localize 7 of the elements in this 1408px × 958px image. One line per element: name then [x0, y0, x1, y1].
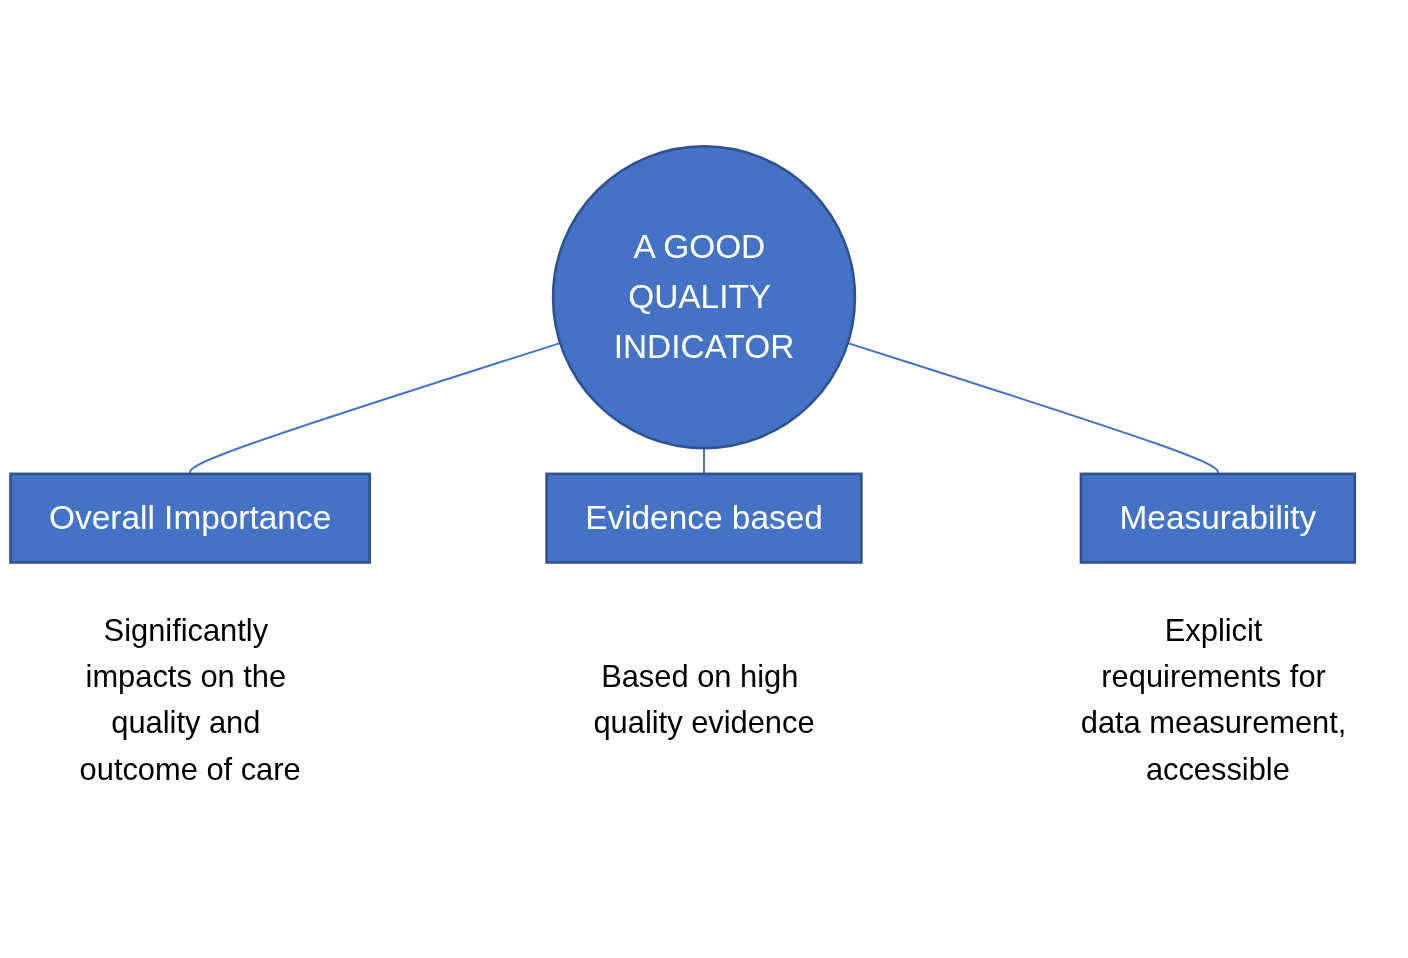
node-label: Explicit requirements for data measurement, accessible — [1080, 612, 1347, 787]
node-box: Overall Importance — [9, 472, 372, 564]
node-label: Based on high quality evidence — [593, 658, 815, 740]
node-box: Evidence based — [545, 472, 863, 564]
node-circle: A GOOD QUALITY INDICATOR — [551, 145, 857, 450]
node-label: Significantly impacts on the quality and outcome of care — [79, 612, 301, 787]
node-box: Measurability — [1079, 472, 1357, 564]
